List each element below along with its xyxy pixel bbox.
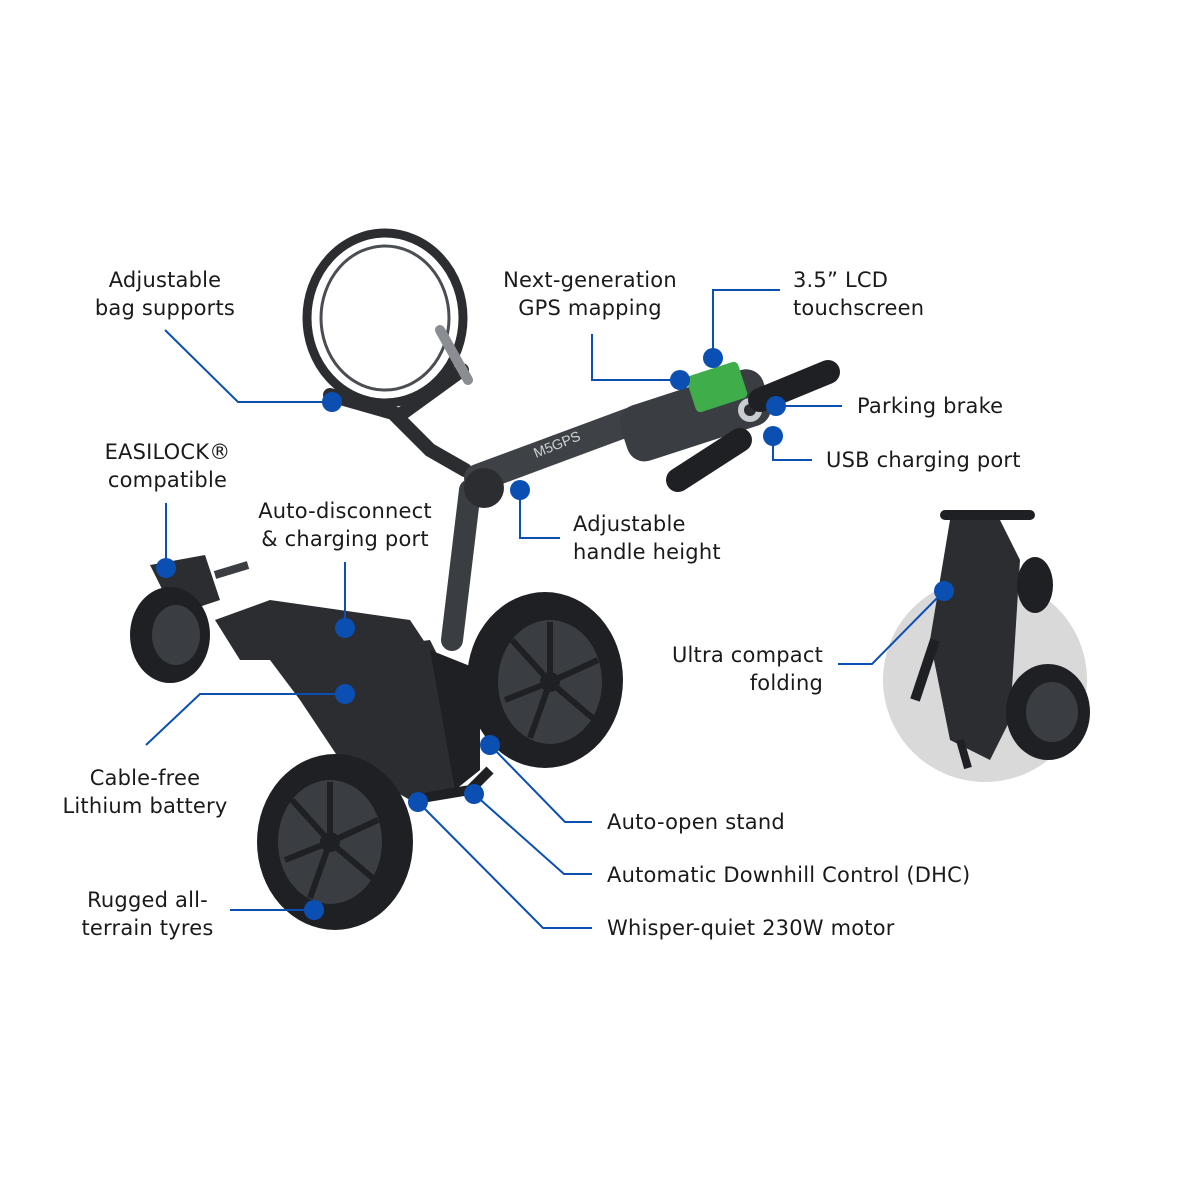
label-easilock-line1: EASILOCK® [104, 440, 231, 464]
rear-wheel-left [257, 754, 413, 930]
label-handle-height-line1: Adjustable [573, 512, 686, 536]
dot-tyres [304, 900, 324, 920]
trolley-main: M5GPS [130, 228, 840, 930]
label-gps-mapping: Next-generation GPS mapping [480, 266, 700, 322]
label-lcd: 3.5” LCD touchscreen [793, 266, 924, 322]
label-easilock: EASILOCK® compatible [80, 438, 255, 494]
label-bag-supports-line2: bag supports [94, 296, 236, 320]
chassis [215, 600, 494, 805]
label-dhc-text: Automatic Downhill Control (DHC) [607, 863, 971, 887]
dot-handle-height [510, 480, 530, 500]
label-dhc: Automatic Downhill Control (DHC) [607, 861, 970, 889]
label-parking-brake-text: Parking brake [857, 394, 1004, 418]
label-bag-supports-line1: Adjustable [108, 268, 222, 292]
dot-usb [763, 426, 783, 446]
label-auto-disconnect: Auto-disconnect & charging port [240, 497, 450, 553]
label-stand: Auto-open stand [607, 808, 785, 836]
rear-wheel-right [467, 592, 623, 768]
label-lcd-line1: 3.5” LCD [793, 268, 889, 292]
label-battery-line2: Lithium battery [62, 794, 228, 818]
dot-compact [934, 581, 954, 601]
label-parking-brake: Parking brake [857, 392, 1003, 420]
dot-lcd [703, 348, 723, 368]
dot-motor [408, 792, 428, 812]
label-compact-line2: folding [749, 671, 823, 695]
label-compact: Ultra compact folding [630, 641, 823, 697]
label-stand-text: Auto-open stand [607, 810, 785, 834]
label-usb-text: USB charging port [826, 448, 1021, 472]
label-battery: Cable-free Lithium battery [40, 764, 250, 820]
dot-battery [335, 684, 355, 704]
dot-parking-brake [766, 396, 786, 416]
label-tyres-line2: terrain tyres [81, 916, 214, 940]
label-motor-text: Whisper-quiet 230W motor [607, 916, 895, 940]
front-wheel [130, 587, 210, 683]
dot-dhc [464, 784, 484, 804]
label-battery-line1: Cable-free [89, 766, 201, 790]
handle-arm [464, 404, 654, 492]
label-compact-line1: Ultra compact [671, 643, 823, 667]
label-handle-height-line2: handle height [573, 540, 721, 564]
handle-column [441, 479, 481, 651]
label-gps-line2: GPS mapping [518, 296, 662, 320]
bag-support-ring [302, 228, 473, 477]
label-usb: USB charging port [826, 446, 1021, 474]
dot-bag-supports [322, 392, 342, 412]
label-tyres: Rugged all- terrain tyres [60, 886, 235, 942]
label-motor: Whisper-quiet 230W motor [607, 914, 895, 942]
label-auto-disconnect-line2: & charging port [261, 527, 429, 551]
hinge-knob [464, 468, 504, 508]
dot-easilock [156, 558, 176, 578]
label-handle-height: Adjustable handle height [573, 510, 721, 566]
label-lcd-line2: touchscreen [793, 296, 925, 320]
callout-dots [156, 348, 954, 920]
label-auto-disconnect-line1: Auto-disconnect [258, 499, 432, 523]
dot-gps [670, 370, 690, 390]
leader-lines [145, 289, 945, 929]
label-bag-supports: Adjustable bag supports [70, 266, 260, 322]
label-tyres-line1: Rugged all- [87, 888, 208, 912]
label-gps-line1: Next-generation [503, 268, 677, 292]
handle-head [619, 360, 840, 492]
trolley-folded [883, 510, 1090, 782]
label-easilock-line2: compatible [107, 468, 228, 492]
dot-auto-disconnect [335, 618, 355, 638]
dot-stand [480, 735, 500, 755]
